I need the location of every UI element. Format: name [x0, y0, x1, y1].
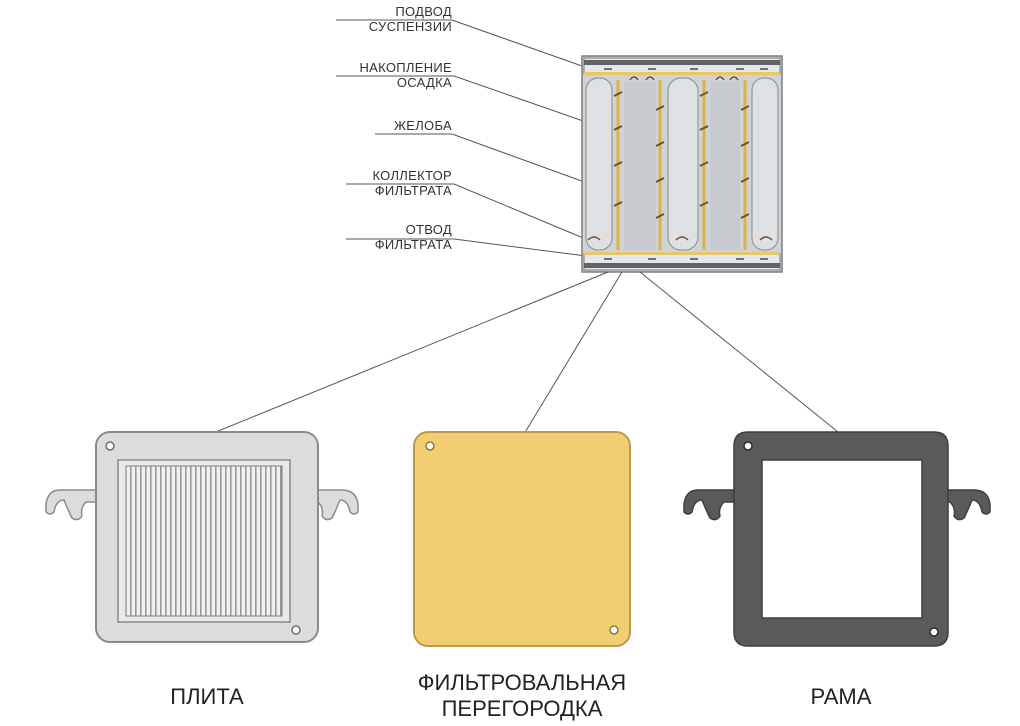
filter-cloth-hole	[425, 441, 435, 451]
frame-hole	[929, 627, 939, 637]
callout-leaders	[336, 19, 633, 257]
callout-sediment-line1: НАКОПЛЕНИЕ	[359, 60, 452, 75]
section-hatching	[613, 91, 750, 219]
plate-grille	[125, 465, 283, 617]
bottom-channel	[584, 263, 780, 268]
leader-suspension-inlet	[451, 19, 583, 67]
callout-filtrate-outlet: ОТВОД ФИЛЬТРАТА	[340, 222, 452, 252]
callout-suspension-inlet-line2: СУСПЕНЗИИ	[368, 19, 452, 34]
frame-handle-right	[945, 489, 991, 521]
top-cloth-strip	[584, 72, 780, 75]
filter-cloth-part	[413, 431, 631, 647]
frame-body	[733, 431, 949, 647]
plate-hole	[105, 441, 115, 451]
section-plate	[585, 77, 613, 251]
caption-filter-line2: ПЕРЕГОРОДКА	[441, 696, 603, 721]
callout-troughs-line1: ЖЕЛОБА	[393, 118, 452, 133]
connector-frame	[639, 271, 839, 433]
callout-collector-line2: ФИЛЬТРАТА	[374, 183, 452, 198]
callout-outlet-line2: ФИЛЬТРАТА	[374, 237, 452, 252]
callout-filtrate-collector: КОЛЛЕКТОР ФИЛЬТРАТА	[340, 168, 452, 198]
callout-outlet-line1: ОТВОД	[405, 222, 452, 237]
callout-sediment-accumulation: НАКОПЛЕНИЕ ОСАДКА	[326, 60, 452, 90]
section-plate	[667, 77, 699, 251]
top-channel	[584, 60, 780, 65]
section-chamber	[710, 82, 740, 250]
callout-suspension-inlet-line1: ПОДВОД	[395, 4, 452, 19]
callout-sediment-line2: ОСАДКА	[396, 75, 452, 90]
part-connectors	[205, 271, 839, 437]
filter-cloth-body	[413, 431, 631, 647]
connector-filter	[523, 271, 623, 435]
section-chamber	[624, 82, 656, 250]
connector-plate	[205, 271, 609, 437]
caption-filter-cloth: ФИЛЬТРОВАЛЬНАЯ ПЕРЕГОРОДКА	[372, 670, 672, 722]
callout-suspension-inlet: ПОДВОД СУСПЕНЗИИ	[340, 4, 452, 34]
section-clamps	[587, 76, 773, 241]
frame-handle-left	[683, 489, 737, 521]
plate-hole	[291, 625, 301, 635]
plate-handle-left	[45, 489, 99, 521]
filter-cloth-hole	[609, 625, 619, 635]
callout-troughs: ЖЕЛОБА	[340, 118, 452, 133]
plate-part	[45, 431, 359, 643]
leader-filtrate-collector	[453, 183, 589, 241]
frame-part	[683, 431, 991, 647]
plate-handle-right	[315, 489, 359, 521]
caption-filter-line1: ФИЛЬТРОВАЛЬНАЯ	[417, 670, 627, 695]
caption-plate: ПЛИТА	[170, 684, 244, 709]
assembly-section	[581, 55, 783, 273]
leader-filtrate-outlet	[453, 238, 587, 257]
frame-hole	[743, 441, 753, 451]
section-plate	[751, 77, 779, 251]
manifold-marks	[604, 68, 768, 260]
bottom-cloth-strip	[584, 252, 780, 255]
caption-frame: РАМА	[810, 684, 872, 709]
callout-collector-line1: КОЛЛЕКТОР	[372, 168, 452, 183]
